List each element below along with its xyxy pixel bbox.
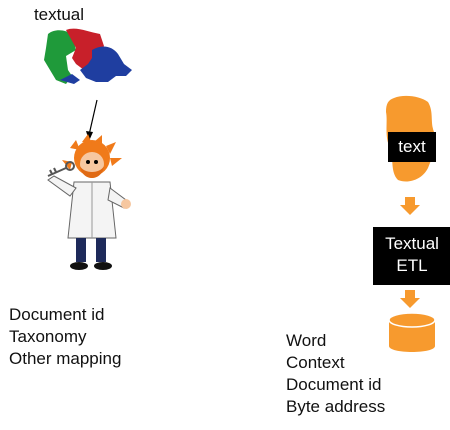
list-item: Context [286, 353, 345, 372]
list-item: Document id [9, 305, 105, 324]
database-cylinder-icon [388, 312, 436, 352]
colored-map-icon [44, 28, 132, 84]
etl-line: Textual [385, 234, 439, 253]
list-item: Other mapping [9, 349, 122, 368]
list-item: Document id [286, 375, 382, 394]
textual-label: textual [33, 5, 85, 24]
down-arrow-icon [400, 290, 420, 308]
list-item: Taxonomy [9, 327, 87, 346]
text-box: text [388, 132, 436, 162]
etl-line: ETL [396, 256, 428, 275]
scientist-with-key-icon [47, 134, 131, 270]
left-metadata-list: Document id Taxonomy Other mapping [9, 304, 121, 370]
right-metadata-list: Word Context Document id Byte address [286, 330, 385, 418]
list-item: Word [286, 331, 327, 350]
down-arrow-icon [400, 197, 420, 215]
list-item: Byte address [286, 397, 386, 416]
textual-etl-box: Textual ETL [373, 227, 450, 285]
